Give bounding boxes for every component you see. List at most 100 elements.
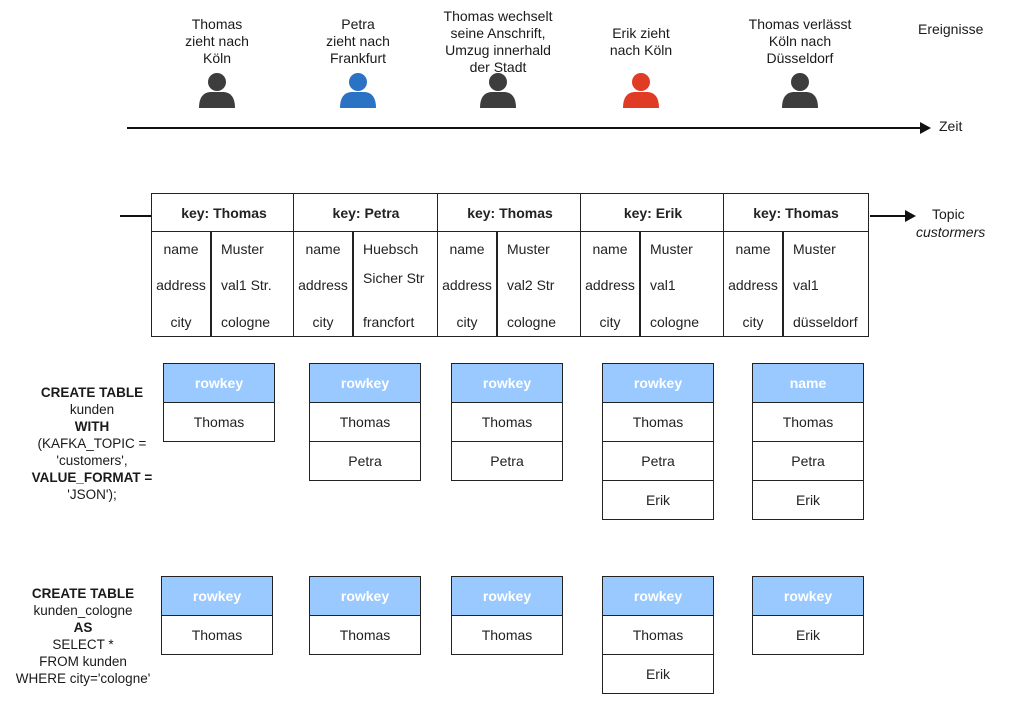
record-key: key: Thomas — [438, 194, 582, 232]
sql1-line6: VALUE_FORMAT = — [31, 470, 153, 485]
record-field-name: name — [592, 241, 628, 257]
event-label-line: Düsseldorf — [766, 50, 834, 66]
table-row: Thomas — [193, 414, 245, 430]
event-label-line: Köln nach — [768, 33, 832, 49]
timeline-arrow-icon — [920, 122, 931, 134]
record-key: key: Erik — [581, 194, 725, 232]
record-divider — [782, 232, 784, 337]
record-field-value: francfort — [363, 314, 415, 330]
table-row: Thomas — [753, 403, 863, 442]
table-row: Thomas — [452, 403, 562, 442]
sql2-line3: AS — [73, 620, 93, 635]
record-field-value: Muster — [650, 241, 693, 257]
event-label-line: zieht nach — [185, 33, 249, 49]
person-icon — [621, 72, 661, 108]
record-divider — [496, 232, 498, 337]
table-header: rowkey — [310, 364, 420, 403]
record-field-name: name — [163, 241, 199, 257]
table-row: Thomas — [191, 627, 243, 643]
record-field-name: name — [735, 241, 771, 257]
event-label-line: Thomas verlässt — [748, 16, 852, 32]
record-key: key: Thomas — [152, 194, 296, 232]
timeline-line — [127, 127, 922, 129]
record-field-value: val1 Str. — [221, 277, 272, 293]
event-label-line: Umzug innerhald — [445, 42, 551, 58]
table-row: Petra — [603, 442, 713, 481]
record-divider — [210, 232, 212, 337]
sql2-line6: WHERE city='cologne' — [15, 671, 151, 686]
events-label: Ereignisse — [918, 21, 984, 37]
sql1-line5: 'customers', — [56, 453, 128, 468]
record-field-value: val1 — [650, 277, 676, 293]
table-row: Thomas — [603, 403, 713, 442]
table-row: Erik — [795, 492, 821, 508]
event-label-line: seine Anschrift, — [450, 25, 546, 41]
event-label-line: Petra — [341, 16, 375, 32]
table-header: rowkey — [753, 577, 863, 616]
record-field-value: cologne — [507, 314, 557, 330]
table-row: Petra — [490, 453, 524, 469]
table-header: rowkey — [452, 364, 562, 403]
record-field-name: address — [156, 277, 206, 293]
record-field-name: city — [170, 314, 192, 330]
event-label-line: Erik zieht — [612, 25, 670, 41]
sql1-line3: WITH — [74, 419, 110, 434]
record-field-value: cologne — [221, 314, 271, 330]
table-row: Thomas — [481, 627, 533, 643]
event-label-line: der Stadt — [469, 59, 527, 75]
sql1-line1: CREATE TABLE — [40, 385, 144, 400]
record-field-value: Muster — [793, 241, 836, 257]
table-header: rowkey — [603, 577, 713, 616]
sql1-line4: (KAFKA_TOPIC = — [37, 436, 147, 451]
table-header: name — [753, 364, 863, 403]
sql2-line1: CREATE TABLE — [31, 586, 135, 601]
sql1-line7: 'JSON'); — [67, 487, 117, 502]
record-field-name: city — [456, 314, 478, 330]
record-field-value: val2 Str — [507, 277, 555, 293]
table-row: Erik — [645, 666, 671, 682]
record-field-name: address — [442, 277, 492, 293]
sql2-line5: FROM kunden — [39, 654, 127, 669]
event-label-line: Thomas — [191, 16, 243, 32]
table-row: Thomas — [339, 627, 391, 643]
table-header: rowkey — [164, 364, 274, 403]
table-row: Erik — [795, 627, 821, 643]
record-field-value: val1 — [793, 277, 819, 293]
topic-arrow-icon — [905, 210, 916, 222]
sql-create-kunden-cologne: CREATE TABLE kunden_cologne AS SELECT * … — [4, 585, 162, 687]
record-field-value: Sicher Str — [363, 270, 425, 286]
sql-create-kunden: CREATE TABLE kunden WITH (KAFKA_TOPIC = … — [24, 384, 160, 503]
record-field-value: Muster — [507, 241, 550, 257]
topic-line-start — [120, 215, 152, 217]
table-row: Thomas — [310, 403, 420, 442]
table-row: Petra — [348, 453, 382, 469]
person-icon — [478, 72, 518, 108]
record-field-name: city — [599, 314, 621, 330]
record-divider — [352, 232, 354, 337]
record-divider — [639, 232, 641, 337]
record-field-name: city — [312, 314, 334, 330]
record-field-name: address — [585, 277, 635, 293]
record-field-name: address — [728, 277, 778, 293]
person-icon — [197, 72, 237, 108]
